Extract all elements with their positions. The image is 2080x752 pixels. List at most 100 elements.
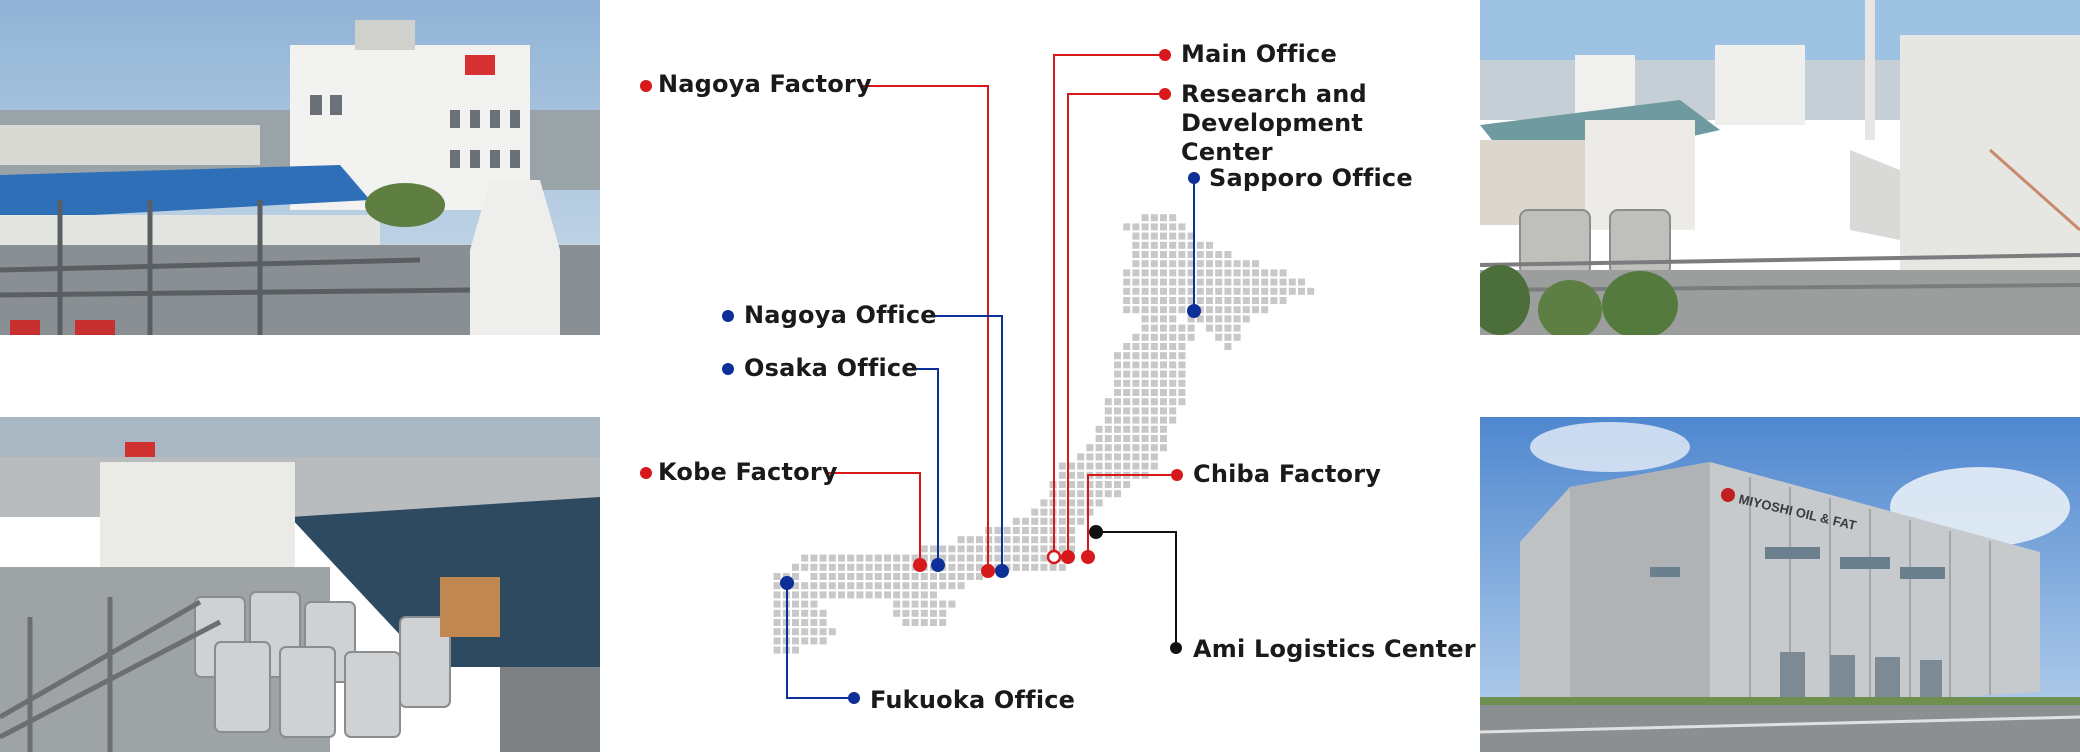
map-dot xyxy=(828,628,836,636)
map-dot xyxy=(1022,545,1029,553)
map-dot xyxy=(1022,554,1029,562)
map-dot xyxy=(1104,444,1112,452)
map-dot xyxy=(1206,287,1213,295)
map-dot xyxy=(1298,278,1305,286)
map-dot xyxy=(828,582,836,590)
map-dot xyxy=(1261,269,1269,277)
map-dot xyxy=(930,573,937,580)
map-dot xyxy=(856,573,864,580)
map-dot xyxy=(994,545,1002,553)
map-dot xyxy=(920,554,928,562)
map-dot xyxy=(1187,269,1195,277)
map-dot xyxy=(1068,517,1075,525)
map-dot xyxy=(893,591,901,599)
map-dot xyxy=(1077,462,1085,470)
map-dot xyxy=(1233,333,1241,341)
map-dot xyxy=(1132,462,1140,470)
map-dot xyxy=(773,637,781,645)
map-dot xyxy=(1114,407,1121,415)
map-dot xyxy=(966,573,974,580)
map-dot xyxy=(1068,462,1075,470)
map-dot xyxy=(1141,379,1149,387)
map-dot xyxy=(920,591,928,599)
map-dot xyxy=(865,591,873,599)
map-dot xyxy=(1160,306,1167,314)
map-dot xyxy=(902,609,910,617)
leader-lines xyxy=(786,54,1195,699)
map-dot xyxy=(1252,306,1259,314)
map-dot xyxy=(920,619,928,626)
map-dot xyxy=(1086,453,1094,461)
map-dot xyxy=(939,609,947,617)
map-dot xyxy=(1270,297,1278,304)
map-dot xyxy=(1040,545,1048,553)
map-dot xyxy=(1068,499,1075,507)
map-dot xyxy=(1077,490,1085,498)
map-dot xyxy=(948,554,956,562)
map-dot xyxy=(1104,416,1112,424)
map-dot xyxy=(1114,398,1121,406)
map-dot xyxy=(1040,563,1048,571)
map-dot xyxy=(1187,287,1195,295)
map-dot xyxy=(801,609,809,617)
map-dot xyxy=(1224,269,1232,277)
map-dot xyxy=(1141,287,1149,295)
map-dot xyxy=(1123,416,1131,424)
map-dot xyxy=(1040,536,1048,544)
map-dot xyxy=(1196,269,1204,277)
map-dot xyxy=(1150,287,1158,295)
map-dot xyxy=(1187,232,1195,240)
map-dot xyxy=(884,582,891,590)
map-dot xyxy=(1206,324,1213,332)
map-dot xyxy=(1178,333,1186,341)
map-dot xyxy=(1215,306,1223,314)
map-dot xyxy=(792,609,799,617)
map-dot xyxy=(1077,481,1085,488)
map-dot xyxy=(1012,563,1020,571)
map-dot xyxy=(1123,361,1131,369)
map-dot xyxy=(1040,527,1048,534)
map-dot xyxy=(1150,352,1158,360)
map-dot xyxy=(856,563,864,571)
map-dot xyxy=(838,563,845,571)
nagoya-office-site xyxy=(995,564,1009,578)
map-dot xyxy=(1169,333,1177,341)
map-dot xyxy=(1169,287,1177,295)
map-dot xyxy=(957,545,965,553)
map-dot xyxy=(1068,545,1075,553)
map-dot xyxy=(1022,517,1029,525)
map-dot xyxy=(1169,223,1177,231)
map-dot xyxy=(966,545,974,553)
map-dot xyxy=(1003,554,1011,562)
map-dot xyxy=(1077,508,1085,516)
map-dot xyxy=(1150,435,1158,442)
map-dot xyxy=(1169,315,1177,323)
japan-dot-grid xyxy=(773,214,1315,654)
map-dot xyxy=(920,609,928,617)
map-dot xyxy=(1224,287,1232,295)
map-dot xyxy=(1132,287,1140,295)
map-dot xyxy=(1150,343,1158,350)
map-dot xyxy=(1160,297,1167,304)
map-dot xyxy=(1012,536,1020,544)
map-dot xyxy=(1012,554,1020,562)
map-dot xyxy=(1187,297,1195,304)
map-dot xyxy=(1178,278,1186,286)
map-dot xyxy=(1187,241,1195,249)
map-dot xyxy=(1058,527,1066,534)
map-dot xyxy=(865,582,873,590)
map-dot xyxy=(1132,343,1140,350)
map-dot xyxy=(1150,444,1158,452)
map-dot xyxy=(1196,251,1204,258)
map-dot xyxy=(1123,343,1131,350)
map-dot xyxy=(1224,315,1232,323)
map-dot xyxy=(930,600,937,608)
map-dot xyxy=(1123,444,1131,452)
sapporo-office-marker xyxy=(1188,172,1200,184)
map-dot xyxy=(1104,462,1112,470)
map-dot xyxy=(1261,297,1269,304)
map-dot xyxy=(1086,490,1094,498)
map-dot xyxy=(966,554,974,562)
map-dot xyxy=(773,609,781,617)
map-dot xyxy=(801,628,809,636)
